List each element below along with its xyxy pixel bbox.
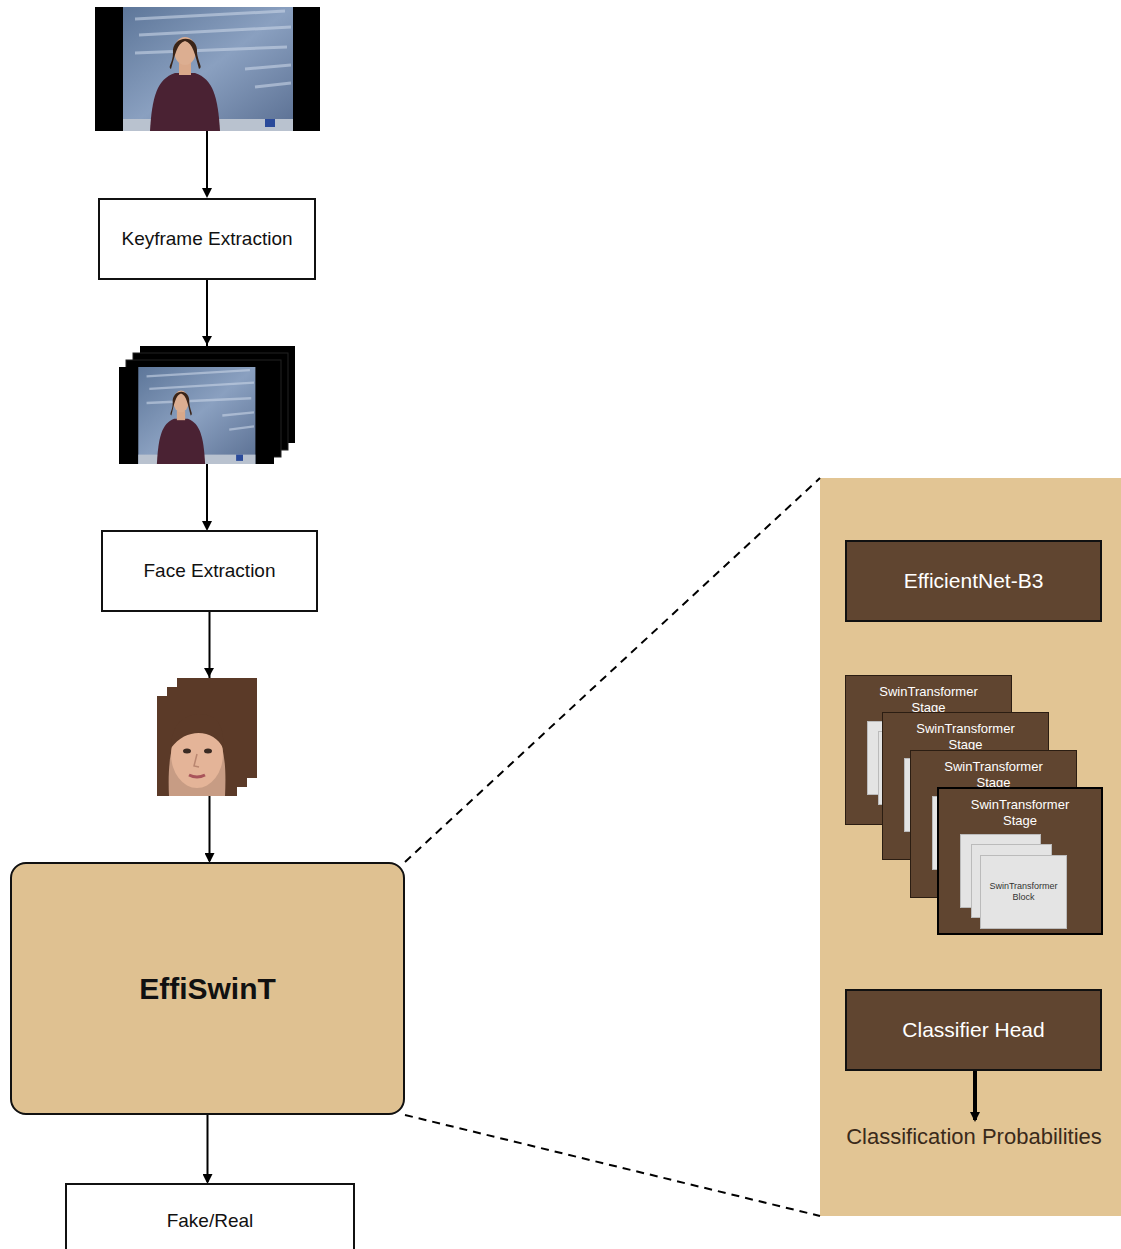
arrow-head xyxy=(204,668,214,677)
process-box: Fake/Real xyxy=(65,1183,355,1249)
node-text: SwinTransformer Stage xyxy=(961,797,1079,830)
process-box: Face Extraction xyxy=(101,530,318,612)
node-text: Keyframe Extraction xyxy=(121,227,292,251)
node-text: SwinTransformer Stage xyxy=(907,721,1025,754)
node-text: Fake/Real xyxy=(167,1209,254,1233)
zoom-leader xyxy=(405,1115,820,1216)
node-text: Face Extraction xyxy=(144,559,276,583)
process-box: Keyframe Extraction xyxy=(98,198,316,280)
node-text: EfficientNet-B3 xyxy=(904,568,1044,594)
arrow-line xyxy=(206,131,208,196)
arrow-line xyxy=(973,1071,977,1120)
faces-stack xyxy=(157,678,257,796)
flow-arrow xyxy=(207,1115,209,1182)
node-text: EffiSwinT xyxy=(139,970,276,1008)
block-box: SwinTransformer Block xyxy=(980,855,1067,929)
model-block: Classifier Head xyxy=(845,989,1102,1071)
stage-box: SwinTransformer StageSwinTransformer Blo… xyxy=(937,787,1103,935)
arrow-head xyxy=(202,336,212,345)
model-block: EfficientNet-B3 xyxy=(845,540,1102,622)
zoom-panel xyxy=(820,478,1121,1216)
output-label: Classification Probabilities xyxy=(845,1122,1103,1152)
model-box: EffiSwinT xyxy=(10,862,405,1115)
node-text: SwinTransformer Block xyxy=(988,881,1059,904)
video-frame xyxy=(95,7,320,131)
node-text: Classifier Head xyxy=(902,1017,1044,1043)
zoom-leader xyxy=(405,478,820,862)
keyframes-stack xyxy=(119,346,295,464)
